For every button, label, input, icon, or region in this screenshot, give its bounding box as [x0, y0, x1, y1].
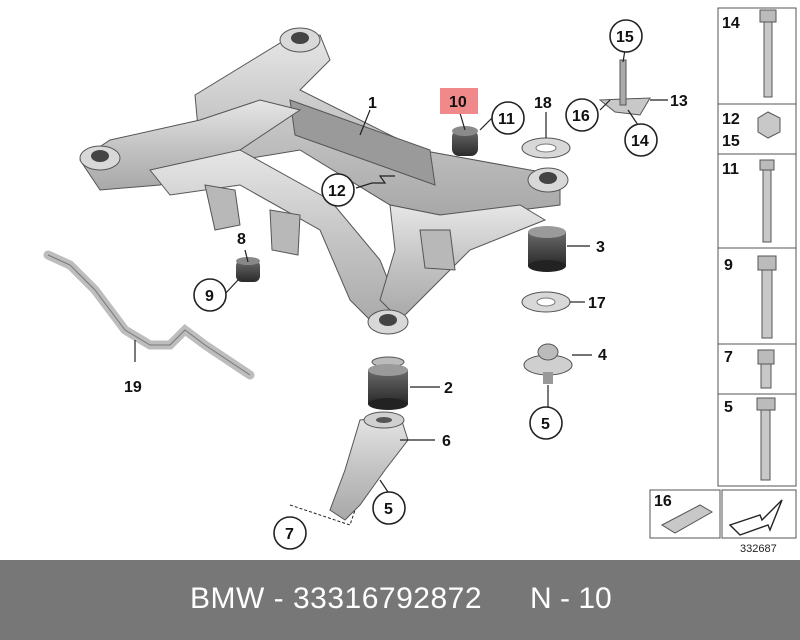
callout-12: 12 [328, 183, 346, 200]
highlight-10 [440, 88, 478, 114]
clip-16-icon [660, 504, 714, 534]
callout-15: 15 [616, 29, 634, 46]
washer-17 [521, 291, 571, 313]
callout-2: 2 [444, 380, 453, 397]
arrow-icon [728, 499, 783, 536]
nut-icon [757, 111, 781, 139]
sidebar-7: 7 [724, 349, 733, 366]
bolt-7-icon [757, 349, 775, 389]
callout-13: 13 [670, 93, 688, 110]
callout-5b: 5 [384, 501, 393, 518]
part-number-text: BMW - 33316792872 [190, 582, 483, 615]
bolt-9-icon [757, 255, 777, 339]
callout-5a: 5 [541, 416, 550, 433]
callout-3: 3 [596, 239, 605, 256]
callout-18: 18 [534, 95, 552, 112]
callout-4: 4 [598, 347, 607, 364]
sidebar-5: 5 [724, 399, 733, 416]
sidebar-9: 9 [724, 257, 733, 274]
parts-diagram: 1 2 3 4 6 8 13 17 18 19 5 5 7 9 11 12 14… [43, 7, 797, 555]
bolt-5-icon [756, 397, 776, 481]
callout-17: 17 [588, 295, 606, 312]
callout-16: 16 [572, 108, 590, 125]
rear-axle-carrier [79, 27, 569, 335]
bolt-14-icon [759, 9, 777, 98]
callout-11: 11 [498, 111, 515, 128]
callout-19: 19 [124, 379, 142, 396]
callout-8: 8 [237, 231, 246, 248]
sidebar-14: 14 [722, 15, 740, 32]
position-text: N - 10 [530, 582, 612, 615]
rubber-mount-3 [528, 226, 566, 272]
callout-1: 1 [368, 95, 377, 112]
callout-10: 10 [449, 94, 467, 111]
rubber-mount-2 [368, 356, 408, 410]
callout-14: 14 [631, 133, 649, 150]
stop-4 [523, 343, 573, 384]
footer-bar: BMW - 33316792872 N - 10 [0, 560, 800, 640]
washer-18 [521, 137, 571, 159]
sidebar-12: 12 [722, 111, 740, 128]
callout-7: 7 [285, 526, 294, 543]
callout-6: 6 [442, 433, 451, 450]
sidebar-16: 16 [654, 493, 672, 510]
rubber-mount-10 [452, 126, 478, 156]
callouts: 1 2 3 4 6 8 13 17 18 19 5 5 7 9 11 12 14… [124, 19, 688, 550]
callout-9: 9 [205, 288, 214, 305]
bolt-11-icon [759, 159, 775, 243]
bracket-6 [289, 411, 409, 526]
fastener-sidebar: 14 12 15 11 9 7 5 16 [649, 7, 797, 555]
sidebar-11: 11 [722, 161, 739, 178]
drawing-number: 332687 [740, 543, 777, 555]
bracket-13 [598, 59, 651, 116]
sidebar-15: 15 [722, 133, 740, 150]
